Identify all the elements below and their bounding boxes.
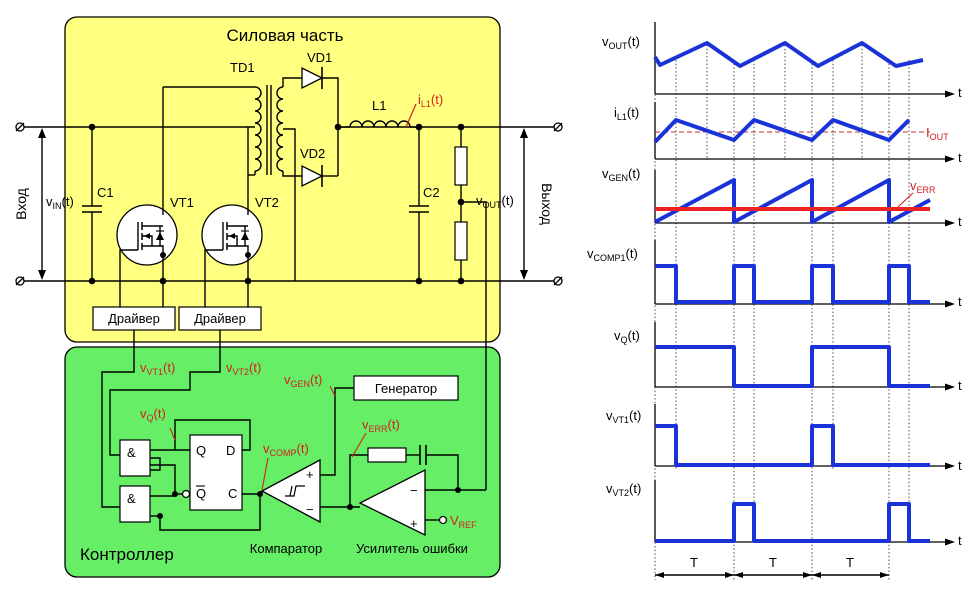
period-label-1: T	[690, 555, 698, 570]
period-label-3: T	[846, 555, 854, 570]
time-axis-arrow-1	[945, 90, 955, 98]
period-markers	[655, 572, 889, 578]
vgen-label: vGEN(t)	[284, 372, 322, 389]
error-amplifier	[358, 468, 426, 537]
verr-label: vERR(t)	[362, 417, 400, 434]
vout-arrow	[520, 128, 528, 280]
generator-box	[353, 375, 459, 401]
capacitor-c1	[82, 123, 102, 285]
iout-label: IOUT	[926, 125, 949, 142]
comparator	[260, 458, 321, 524]
t-label-3: t	[958, 214, 962, 229]
comparator-plus: +	[306, 467, 314, 482]
vout-label: vOUT(t)	[476, 193, 514, 210]
capacitor-c2	[409, 123, 429, 285]
ff-c-label: C	[228, 486, 237, 501]
error-amp-label: Усилитель ошибки	[356, 541, 468, 556]
vq-label: vQ(t)	[140, 406, 166, 423]
il1-pointer	[405, 103, 417, 128]
vt2-label: VT2	[255, 195, 279, 210]
t-label-5: t	[958, 378, 962, 393]
comparator-label: Компаратор	[250, 541, 322, 556]
error-amp-plus: +	[410, 516, 418, 531]
comparator-minus: −	[306, 502, 314, 517]
waveform-label-il1: iL1(t)	[614, 105, 639, 122]
time-axis-arrow-2	[945, 155, 955, 163]
power-section-panel	[64, 16, 501, 343]
generator-label: Генератор	[375, 381, 437, 396]
time-axis-arrow-3	[945, 219, 955, 227]
waveform-label-vvt1: vVT1(t)	[606, 408, 641, 425]
vvt1-label: vVT1(t)	[140, 360, 175, 377]
waveform-vq	[655, 345, 930, 388]
waveform-vgen	[654, 178, 931, 224]
l1-label: L1	[372, 98, 386, 113]
waveform-label-vvt2: vVT2(t)	[606, 481, 641, 498]
time-axis-arrow-7	[945, 538, 955, 546]
vref-label: VREF	[450, 513, 477, 530]
waveform-vvt2	[655, 502, 930, 543]
verr-mark-label: vERR	[910, 178, 936, 195]
error-amp-minus: −	[410, 483, 418, 498]
waveforms: vOUT(t) iL1(t) vGEN(t) vCOMP1(t) vQ(t) v…	[587, 22, 962, 580]
output-rails	[295, 122, 563, 286]
driver-1-label: Драйвер	[108, 311, 160, 326]
schematic: Силовая часть Контроллер vIN(t)	[13, 16, 563, 578]
period-label-2: T	[769, 555, 777, 570]
time-axis-arrow-6	[945, 462, 955, 470]
il1-label: iL1(t)	[418, 92, 443, 109]
waveform-label-vgen: vGEN(t)	[602, 166, 640, 183]
transistor-vt2	[201, 127, 263, 310]
t-label-4: t	[958, 294, 962, 309]
output-label: Выход	[539, 183, 555, 225]
waveform-label-vcomp1: vCOMP1(t)	[587, 246, 638, 263]
transformer-td1	[163, 77, 300, 281]
c2-label: C2	[423, 185, 440, 200]
driver-2-label: Драйвер	[194, 311, 246, 326]
controller-title: Контроллер	[80, 545, 174, 564]
and-gate-1-label: &	[127, 445, 136, 460]
vin-label: vIN(t)	[46, 194, 74, 211]
and-gate-2-label: &	[127, 491, 136, 506]
waveform-vout	[653, 41, 924, 68]
time-axis-arrow-5	[945, 383, 955, 391]
power-section-title: Силовая часть	[226, 26, 343, 45]
voltage-divider	[454, 123, 487, 490]
c1-label: C1	[97, 185, 114, 200]
waveform-il1	[653, 118, 911, 144]
t-label-6: t	[958, 458, 962, 473]
waveform-vcomp1	[655, 264, 930, 304]
flip-flop	[189, 434, 243, 511]
ff-d-label: D	[226, 443, 235, 458]
vd1-label: VD1	[307, 50, 332, 65]
and-gate-2	[119, 485, 151, 523]
vcomp-label: vCOMP(t)	[263, 441, 309, 458]
ff-qbar-label: Q	[196, 486, 206, 501]
td1-label: TD1	[230, 60, 255, 75]
ff-q-label: Q	[196, 443, 206, 458]
t-label-2: t	[958, 150, 962, 165]
vd2-label: VD2	[300, 146, 325, 161]
vt1-label: VT1	[170, 195, 194, 210]
input-label: Вход	[13, 188, 29, 220]
waveform-label-vq: vQ(t)	[614, 328, 640, 345]
waveform-label-vout: vOUT(t)	[602, 34, 640, 51]
waveform-vvt1	[655, 424, 930, 467]
time-axis-arrow-4	[945, 300, 955, 308]
t-label-1: t	[958, 85, 962, 100]
vin-arrow	[38, 128, 46, 280]
diode-vd1	[300, 66, 339, 176]
transistor-vt1	[116, 87, 178, 310]
controller-panel	[64, 346, 501, 578]
t-label-7: t	[958, 533, 962, 548]
vvt2-label: vVT2(t)	[226, 360, 261, 377]
